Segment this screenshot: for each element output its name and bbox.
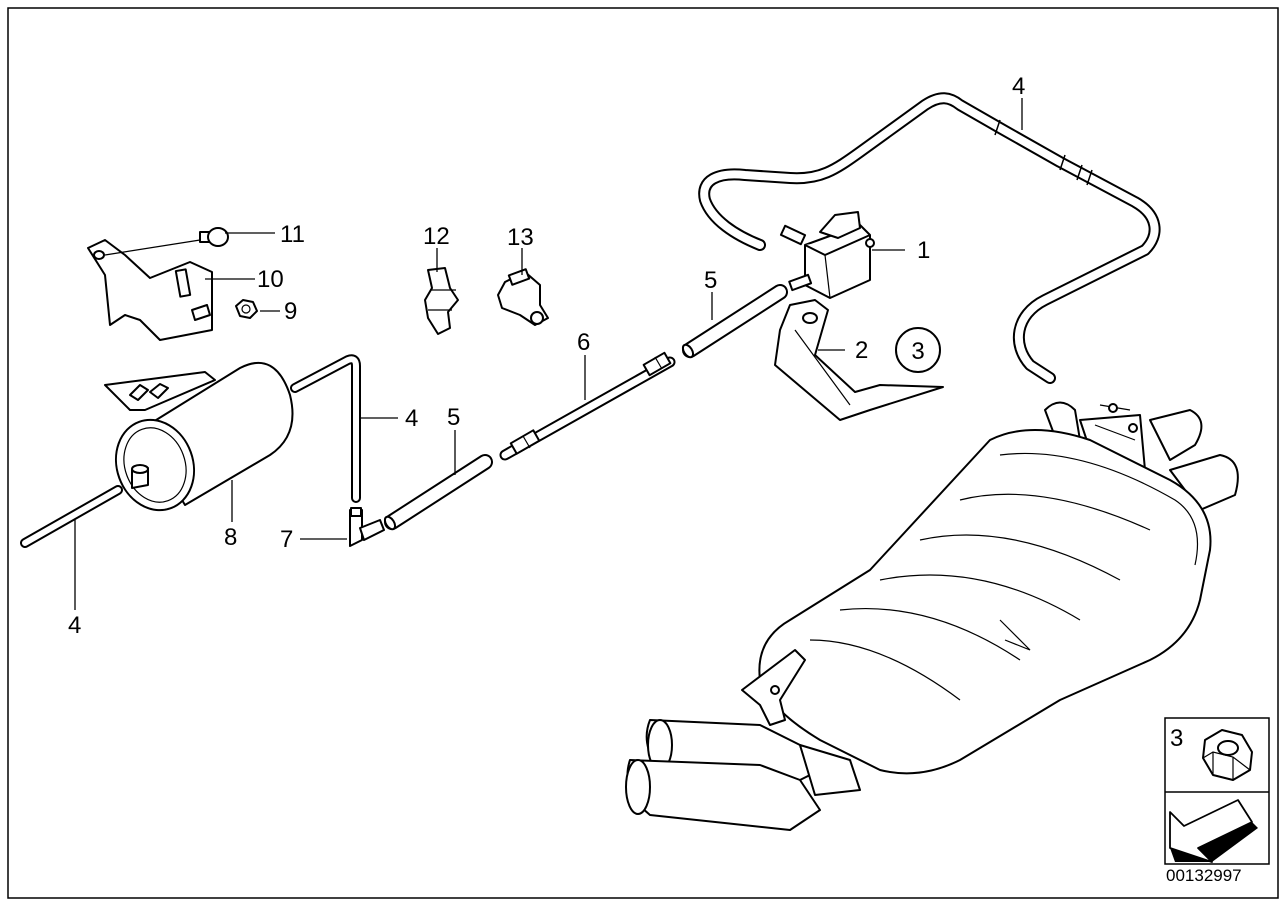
bolt-11 xyxy=(199,227,229,247)
callout-8: 8 xyxy=(224,524,237,551)
arrow-left-icon xyxy=(1169,799,1258,863)
hex-nut-icon xyxy=(1202,729,1253,781)
callout-7: 7 xyxy=(280,526,293,553)
solenoid-valve xyxy=(779,211,875,299)
hose-5-left xyxy=(383,454,493,531)
hose-4-top xyxy=(698,92,1161,384)
callout-13: 13 xyxy=(507,224,534,251)
callout-5-left: 5 xyxy=(447,404,460,431)
hex-nut-9 xyxy=(235,299,258,319)
hose-4-middle xyxy=(290,354,361,503)
pipe-6 xyxy=(499,351,676,461)
legend-box: 3 xyxy=(1164,717,1270,865)
hose-4-left xyxy=(20,485,123,548)
clip-12 xyxy=(424,267,459,335)
callout-4-left: 4 xyxy=(68,612,81,639)
callout-1: 1 xyxy=(917,237,930,264)
callout-2: 2 xyxy=(855,337,868,364)
carbon-canister xyxy=(104,362,294,512)
canister-bracket xyxy=(87,239,213,341)
clip-13 xyxy=(497,268,549,326)
diagram-border xyxy=(7,7,1279,899)
rear-muffler xyxy=(625,401,1239,831)
callout-10: 10 xyxy=(257,266,284,293)
callout-4-top: 4 xyxy=(1012,73,1025,100)
legend-nut-label: 3 xyxy=(1170,725,1183,752)
valve-bracket xyxy=(774,299,944,421)
callout-11: 11 xyxy=(280,221,305,248)
circled-ref-3: 3 xyxy=(895,327,941,373)
circled-ref-text: 3 xyxy=(911,338,924,365)
hose-5-right xyxy=(681,284,788,359)
callout-12: 12 xyxy=(423,223,450,250)
diagram-number: 00132997 xyxy=(1166,866,1242,885)
connector-7 xyxy=(349,507,385,547)
callout-5-right: 5 xyxy=(704,267,717,294)
leader-lines xyxy=(74,98,1023,610)
callout-4-middle: 4 xyxy=(405,405,418,432)
callout-6: 6 xyxy=(577,329,590,356)
callout-9: 9 xyxy=(284,298,297,325)
